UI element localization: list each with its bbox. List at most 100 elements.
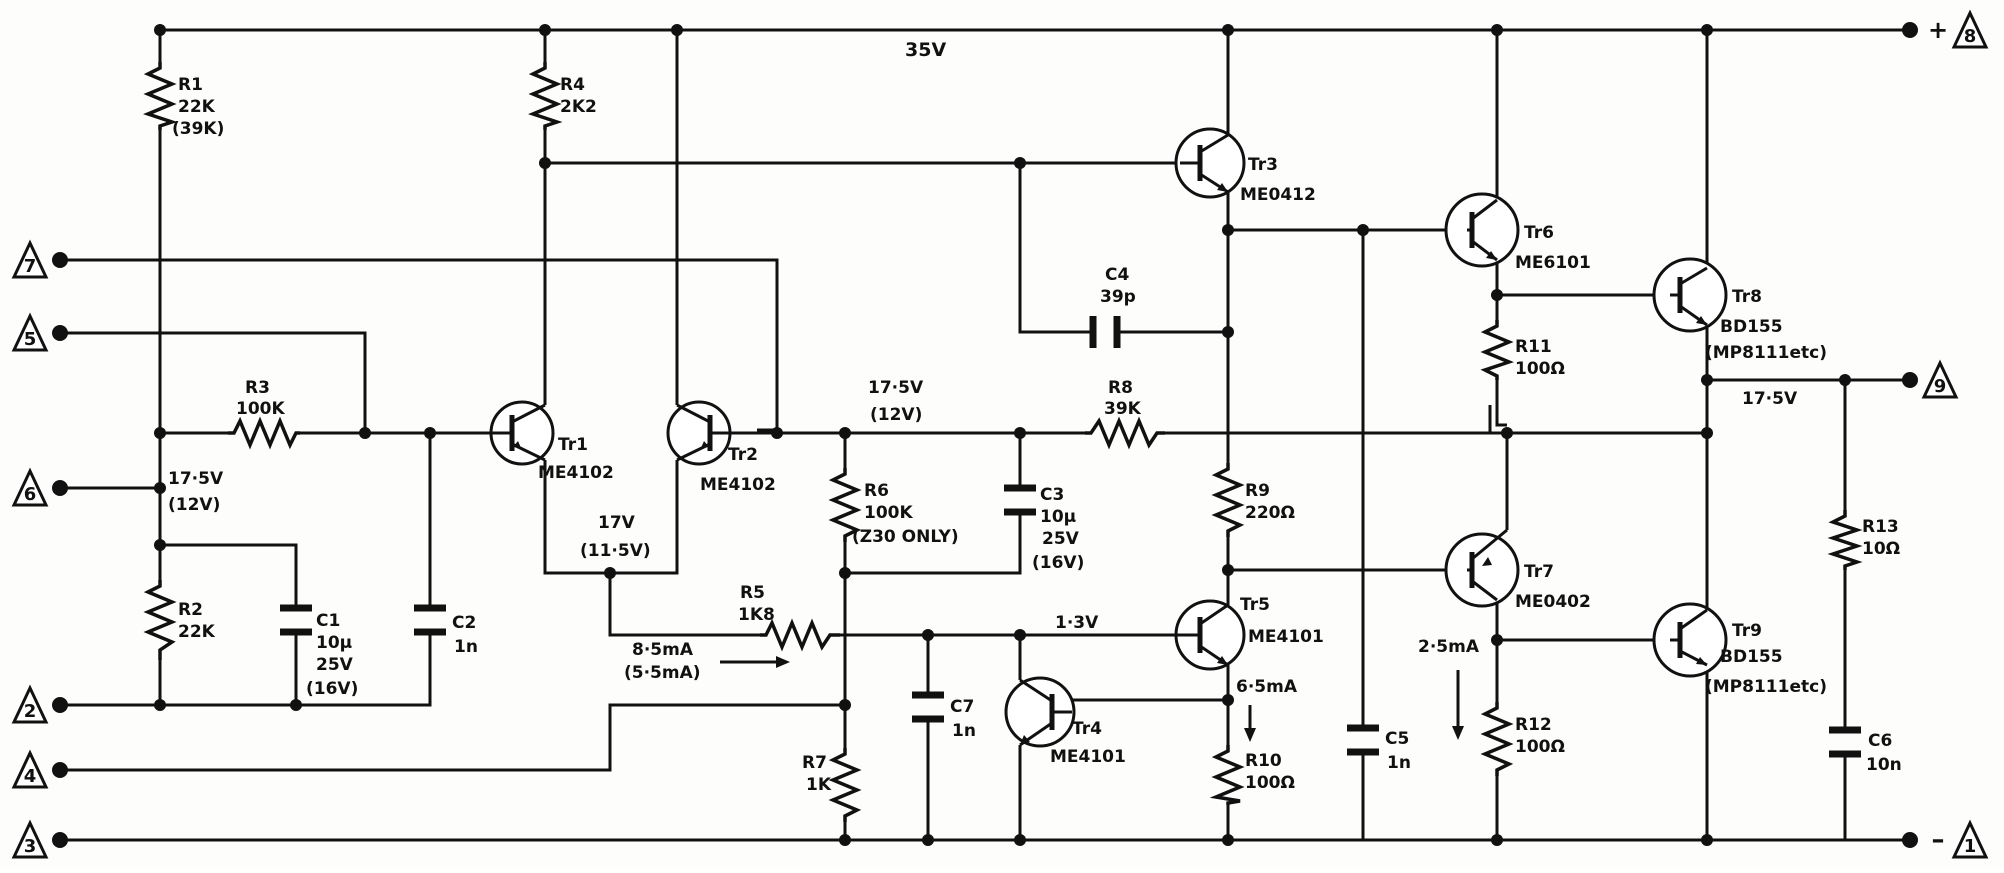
- resistor-r8: [1085, 416, 1165, 450]
- tr5-current-label: 6·5mA: [1236, 677, 1298, 697]
- bias-voltage-label: 17·5V: [168, 469, 224, 489]
- c3-name: C3: [1040, 485, 1064, 505]
- svg-text:+: +: [1928, 16, 1948, 44]
- resistor-r5: [760, 618, 840, 652]
- transistor-tr4: [1004, 676, 1076, 748]
- transistor-tr6: [1444, 192, 1520, 268]
- tr5-name: Tr5: [1240, 595, 1270, 615]
- tr8-name: Tr8: [1732, 287, 1762, 307]
- resistor-r7: [828, 748, 862, 822]
- r13-value: 10Ω: [1862, 539, 1900, 559]
- c2-value: 1n: [454, 637, 478, 657]
- r2-value: 22K: [178, 622, 216, 642]
- svg-text:7: 7: [24, 256, 37, 277]
- tail-voltage-label: 17V: [598, 513, 636, 533]
- r10-name: R10: [1245, 751, 1282, 771]
- tr2-name: Tr2: [728, 445, 758, 465]
- tr3-name: Tr3: [1248, 155, 1278, 175]
- r1-value: 22K: [178, 97, 216, 117]
- tr1-part: ME4102: [538, 463, 614, 483]
- resistor-r12: [1480, 702, 1514, 776]
- r12-value: 100Ω: [1515, 737, 1565, 757]
- c1-voltage: 25V: [316, 655, 354, 675]
- wiring: [60, 28, 1910, 842]
- tr3-part: ME0412: [1240, 185, 1316, 205]
- r1-name: R1: [178, 75, 203, 95]
- tail-voltage-alt: (11·5V): [580, 541, 651, 561]
- c5-name: C5: [1385, 729, 1409, 749]
- labels: 35V R1 22K (39K) R2 22K R3 100K R4 2K2 R…: [168, 39, 1902, 795]
- c2-name: C2: [452, 613, 476, 633]
- r5-current-label: 8·5mA: [632, 640, 694, 660]
- r13-name: R13: [1862, 517, 1899, 537]
- tr6-part: ME6101: [1515, 253, 1591, 273]
- r6-value: 100K: [864, 503, 913, 523]
- tr4-part: ME4101: [1050, 747, 1126, 767]
- terminal-7: 7: [11, 239, 68, 279]
- capacitor-c3: [1004, 484, 1036, 516]
- c6-value: 10n: [1866, 755, 1902, 775]
- tr9-part: BD155: [1720, 647, 1783, 667]
- resistor-r9: [1211, 463, 1245, 537]
- r11-name: R11: [1515, 337, 1552, 357]
- capacitor-c2: [414, 604, 446, 636]
- c5-value: 1n: [1387, 753, 1411, 773]
- r2-name: R2: [178, 600, 203, 620]
- c7-name: C7: [950, 697, 974, 717]
- r8-name: R8: [1108, 378, 1133, 398]
- c7-value: 1n: [952, 721, 976, 741]
- current-arrows: [720, 656, 1464, 742]
- terminal-3: 3: [11, 819, 68, 859]
- resistor-r13: [1827, 510, 1863, 570]
- terminal-9: 9: [1902, 359, 1959, 399]
- c3-voltage: 25V: [1042, 529, 1080, 549]
- tr2-part: ME4102: [700, 475, 776, 495]
- terminal-6: 6: [11, 467, 68, 507]
- tr8-alt: (MP8111etc): [1705, 343, 1827, 363]
- tr9-name: Tr9: [1732, 621, 1762, 641]
- tr5-part: ME4101: [1248, 627, 1324, 647]
- resistors: [143, 62, 1863, 822]
- capacitor-c6: [1829, 726, 1861, 758]
- c1-name: C1: [316, 611, 340, 631]
- transistor-tr9: [1652, 580, 1728, 678]
- c1-alt: (16V): [306, 679, 358, 699]
- mid-voltage-alt: (12V): [870, 405, 922, 425]
- transistor-tr1: [489, 400, 555, 466]
- r3-name: R3: [245, 378, 270, 398]
- transistor-tr3: [1174, 127, 1246, 199]
- svg-text:8: 8: [1964, 26, 1977, 47]
- terminals: 7 5 6 2 4 3 +: [11, 9, 1989, 859]
- terminal-5: 5: [11, 312, 68, 352]
- c4-value: 39p: [1100, 287, 1136, 307]
- c3-alt: (16V): [1032, 553, 1084, 573]
- capacitor-c7: [912, 691, 944, 723]
- terminal-1: – 1: [1902, 819, 1989, 859]
- r8-value: 39K: [1104, 399, 1142, 419]
- c6-name: C6: [1868, 731, 1892, 751]
- resistor-r2: [143, 580, 177, 660]
- tr1-name: Tr1: [558, 435, 588, 455]
- capacitor-c4: [1089, 316, 1121, 348]
- r5-name: R5: [740, 583, 765, 603]
- svg-text:6: 6: [24, 484, 37, 505]
- svg-text:–: –: [1932, 825, 1945, 855]
- r3-value: 100K: [236, 399, 285, 419]
- terminal-8: + 8: [1902, 9, 1989, 49]
- transistor-tr5: [1170, 599, 1246, 671]
- svg-text:4: 4: [24, 766, 37, 787]
- r9-value: 220Ω: [1245, 503, 1295, 523]
- r12-name: R12: [1515, 715, 1552, 735]
- svg-text:3: 3: [24, 836, 37, 857]
- r11-value: 100Ω: [1515, 359, 1565, 379]
- r5-current-alt: (5·5mA): [624, 663, 701, 683]
- transistor-tr8: [1652, 257, 1728, 333]
- resistor-r4: [528, 62, 563, 130]
- svg-text:9: 9: [1934, 376, 1947, 397]
- c3-value: 10µ: [1040, 507, 1076, 527]
- capacitor-c1: [280, 604, 312, 636]
- r7-name: R7: [802, 753, 827, 773]
- tr9-alt: (MP8111etc): [1705, 677, 1827, 697]
- mid-voltage-label: 17·5V: [868, 378, 924, 398]
